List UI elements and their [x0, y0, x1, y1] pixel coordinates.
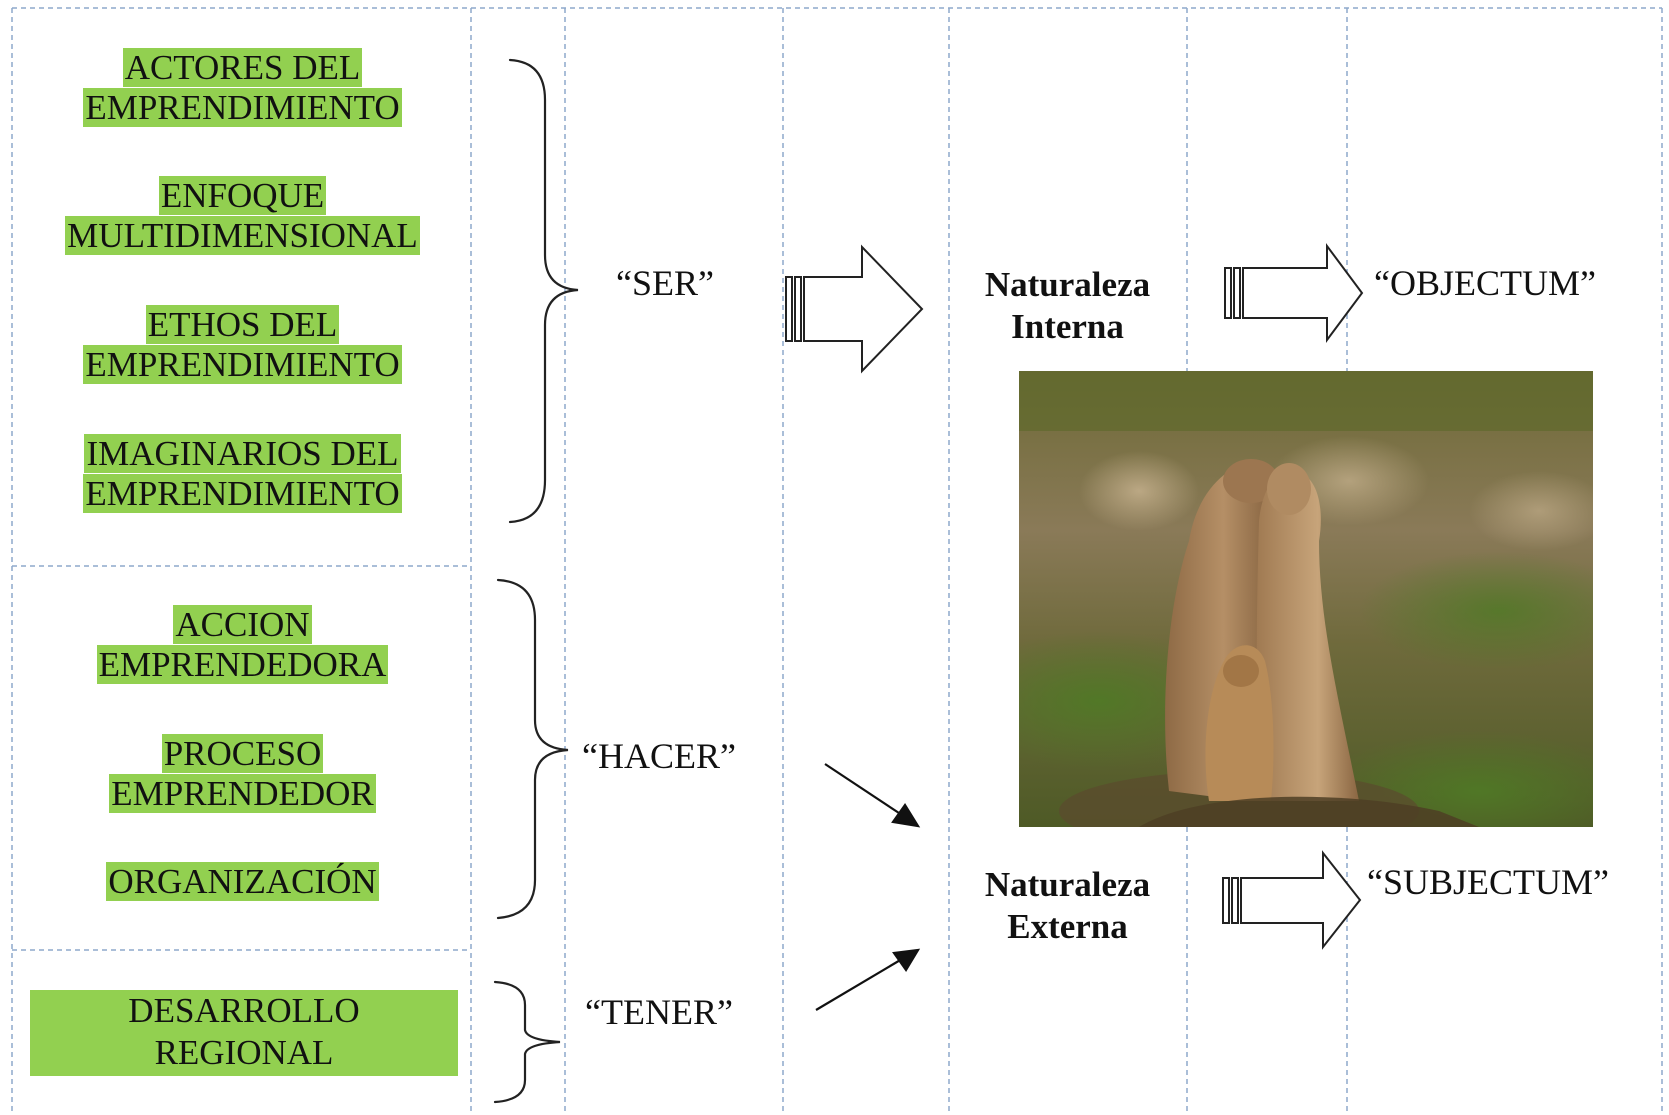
naturaleza-externa-line1: Naturaleza: [984, 865, 1151, 904]
photo-illustration: [1019, 371, 1593, 827]
outcome-subjectum: “SUBJECTUM”: [1367, 862, 1609, 902]
brace-tener: [493, 980, 561, 1104]
block-arrow-ser: [785, 244, 924, 374]
label-line: EMPRENDIMIENTO: [83, 474, 402, 513]
label-line: PROCESO: [161, 734, 324, 773]
label-proceso-emprendedor: PROCESO EMPRENDEDOR: [30, 734, 455, 814]
label-line: ETHOS DEL: [145, 305, 340, 344]
arrow-hacer-to-externa: [824, 763, 903, 816]
verb-tener: “TENER”: [585, 992, 733, 1032]
block-arrow-objectum: [1224, 242, 1364, 344]
label-line: IMAGINARIOS DEL: [84, 434, 401, 473]
label-enfoque-multidimensional: ENFOQUE MULTIDIMENSIONAL: [30, 176, 455, 256]
outcome-objectum: “OBJECTUM”: [1374, 263, 1596, 303]
label-line: EMPRENDEDORA: [96, 645, 389, 684]
label-line: REGIONAL: [154, 1033, 334, 1072]
label-desarrollo-regional: DESARROLLO REGIONAL: [30, 990, 458, 1076]
verb-ser: “SER”: [616, 263, 714, 303]
label-line: ENFOQUE: [158, 176, 327, 215]
label-line: MULTIDIMENSIONAL: [65, 216, 420, 255]
naturaleza-interna: Naturaleza Interna: [955, 264, 1180, 348]
label-actores-del-emprendimiento: ACTORES DEL EMPRENDIMIENTO: [30, 48, 455, 128]
naturaleza-externa: Naturaleza Externa: [955, 864, 1180, 948]
label-ethos-del-emprendimiento: ETHOS DEL EMPRENDIMIENTO: [30, 305, 455, 385]
arrow-tener-head: [892, 948, 921, 973]
label-imaginarios-del-emprendimiento: IMAGINARIOS DEL EMPRENDIMIENTO: [30, 434, 455, 514]
arrow-tener-to-externa: [815, 958, 903, 1011]
naturaleza-externa-line2: Externa: [1007, 907, 1128, 946]
label-line: DESARROLLO: [128, 991, 360, 1030]
label-organizacion: ORGANIZACIÓN: [30, 862, 455, 902]
label-line: EMPRENDIMIENTO: [83, 88, 402, 127]
block-arrow-subjectum: [1222, 850, 1362, 950]
label-line: EMPRENDEDOR: [109, 774, 376, 813]
naturaleza-interna-line1: Naturaleza: [984, 265, 1151, 304]
label-line: ACCION: [173, 605, 312, 644]
label-accion-emprendedora: ACCION EMPRENDEDORA: [30, 605, 455, 685]
brace-hacer: [496, 578, 569, 920]
arrow-hacer-head: [891, 803, 921, 828]
label-line: ACTORES DEL: [122, 48, 363, 87]
label-line: ORGANIZACIÓN: [106, 862, 379, 901]
label-line: EMPRENDIMIENTO: [83, 345, 402, 384]
prairie-dogs-photo: [1019, 371, 1593, 827]
verb-hacer: “HACER”: [582, 736, 736, 776]
naturaleza-interna-line2: Interna: [1011, 307, 1124, 346]
brace-ser: [508, 58, 579, 524]
